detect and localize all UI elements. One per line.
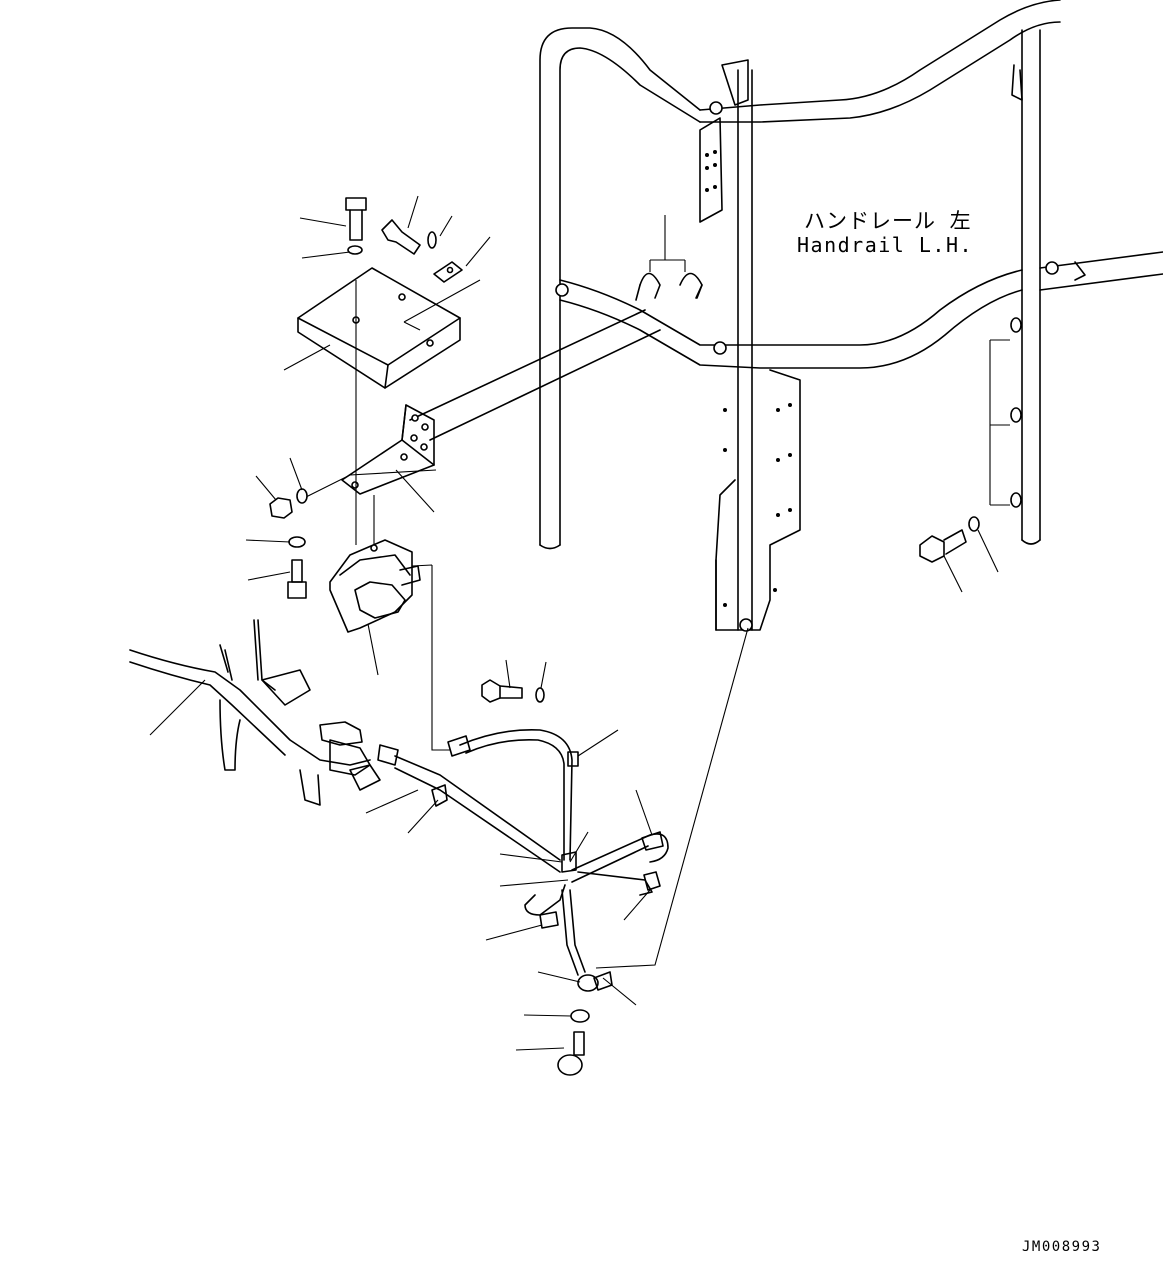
leader-lines — [245, 195, 999, 1051]
bottom-bolt-and-washer — [557, 1009, 590, 1076]
horn-assembly — [329, 539, 450, 751]
l-bracket — [305, 280, 437, 545]
handrail-bolt — [919, 516, 980, 563]
nut-and-washer — [269, 488, 308, 548]
horn-sub-harness — [394, 627, 749, 992]
part-label-japanese: ハンドレール 左 — [804, 209, 972, 233]
bolt-top-left — [345, 197, 367, 255]
u-bolt-clamps — [635, 215, 703, 301]
cover-box — [297, 267, 461, 389]
handrail-frame — [409, 0, 1163, 632]
horn-bolt — [287, 559, 307, 599]
main-wire-harness — [129, 619, 399, 806]
drawing-number: JM008993 — [1022, 1239, 1102, 1255]
part-label-english: Handrail L.H. — [797, 233, 974, 257]
bolt-top-center — [381, 219, 437, 255]
clip-top-right — [403, 261, 481, 331]
harness-bolt — [481, 679, 545, 703]
